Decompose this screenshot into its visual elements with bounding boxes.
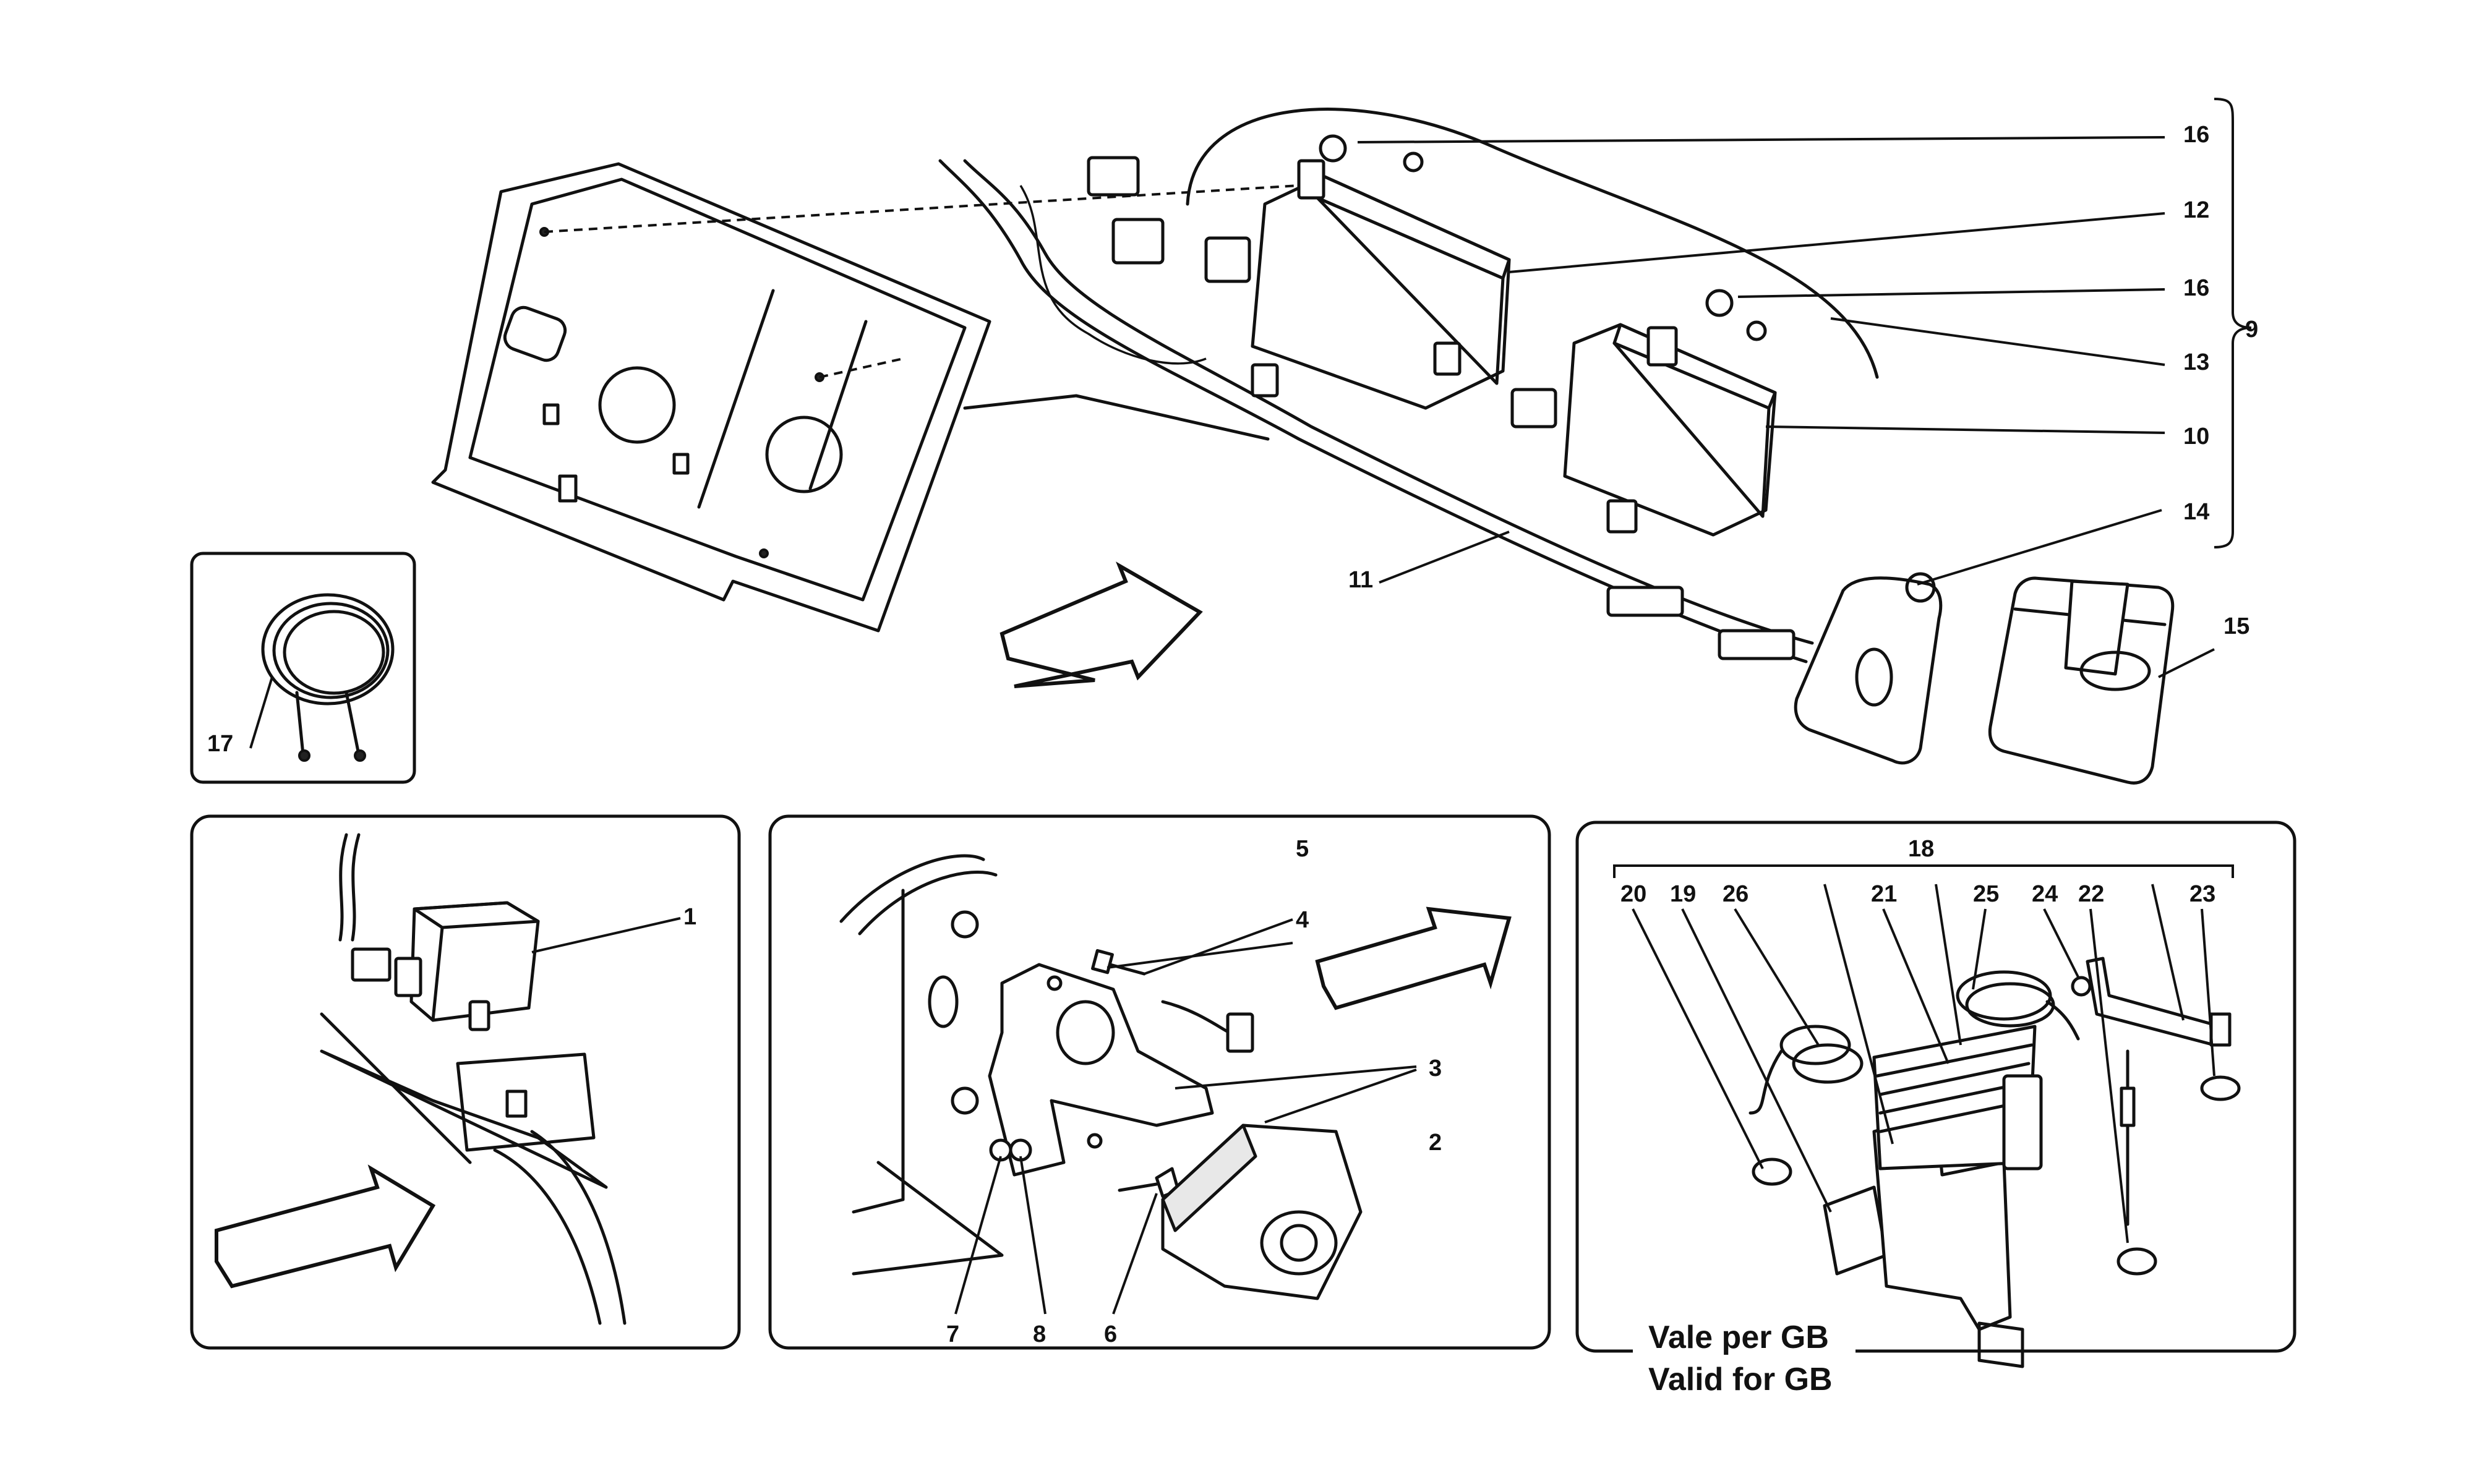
alarm-module-10 [1510,323,1777,537]
callout-4: 4 [1296,907,1309,933]
direction-arrow-top [999,561,1203,688]
callout-5: 5 [1296,836,1309,862]
callout-15: 15 [2224,613,2249,639]
group-18-bracket [1613,864,2234,878]
callout-11: 11 [1348,567,1373,593]
sensor-unit-1 [320,833,627,1325]
siren-bracket-3 [839,854,1214,1276]
siren-hardware [951,910,1254,1198]
callout-14: 14 [2183,499,2209,525]
callout-16-upper: 16 [2183,122,2209,148]
callout-21: 21 [1871,881,1897,907]
control-unit-12 [1251,159,1511,410]
antenna-cable-17 [261,593,395,762]
callout-16-lower: 16 [2183,275,2209,301]
callout-3: 3 [1429,1055,1442,1081]
callout-1: 1 [683,904,696,930]
siren-2 [1161,1124,1363,1300]
callout-10: 10 [2183,424,2209,450]
callout-18: 18 [1908,836,1934,862]
callout-22: 22 [2078,881,2104,907]
remote-transmitter-14 [1794,572,1943,765]
harness-connectors [1087,156,1796,660]
direction-arrow-panel2 [1315,906,1512,1010]
callout-2: 2 [1429,1130,1442,1156]
callout-24: 24 [2032,881,2058,907]
callout-7: 7 [946,1321,959,1347]
callout-25: 25 [1973,881,1999,907]
nut-16-lower [1705,289,1767,341]
callout-26: 26 [1723,881,1748,907]
group-9-brace [2214,98,2252,548]
remote-pouch-15 [1988,576,2175,785]
leader-lines [249,136,2215,1315]
callout-6: 6 [1104,1321,1117,1347]
direction-arrow-panel1 [215,1164,436,1289]
callout-8: 8 [1033,1321,1046,1347]
gb-kit-parts [1748,957,2241,1368]
leader-dashed-12 [544,184,1299,233]
note-gb-italian: Vale per GB [1648,1320,1829,1355]
callout-12: 12 [2183,197,2209,223]
callout-17: 17 [207,731,233,757]
callout-19: 19 [1670,881,1696,907]
callout-20: 20 [1620,881,1646,907]
callout-23: 23 [2189,881,2215,907]
note-gb-english: Valid for GB [1648,1362,1833,1397]
nut-16-upper [1319,134,1424,173]
callout-13: 13 [2183,349,2209,375]
antenna-wire-13 [1186,108,1879,379]
callout-9: 9 [2245,317,2258,343]
mounting-bracket-plate [431,162,991,633]
